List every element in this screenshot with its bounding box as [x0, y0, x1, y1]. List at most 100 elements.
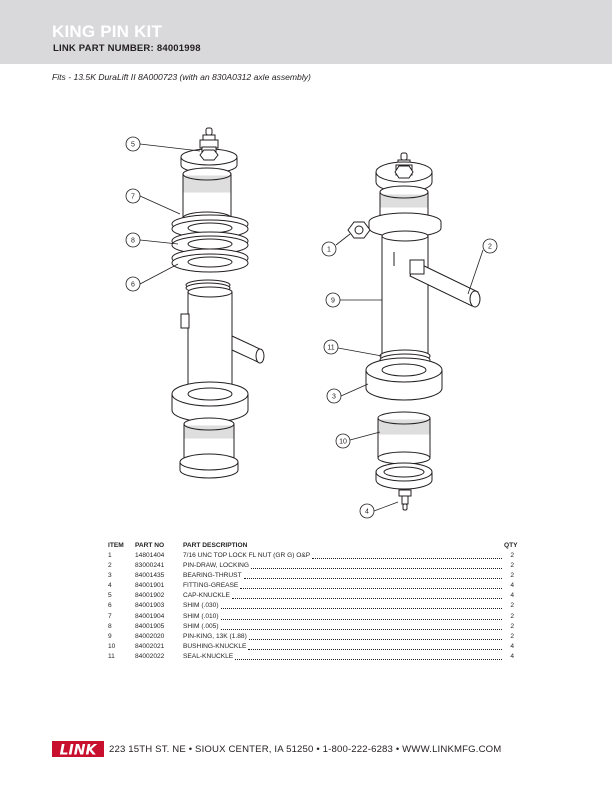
row-description: PIN-DRAW, LOCKING — [183, 561, 504, 571]
leader-dots — [248, 642, 502, 650]
row-qty: 2 — [510, 622, 514, 630]
header-description: PART DESCRIPTION — [183, 542, 248, 549]
header-band: KING PIN KIT LINK PART NUMBER:84001998 — [0, 0, 612, 64]
right-king-pin — [381, 230, 429, 355]
callout-label: 5 — [131, 142, 135, 149]
callout-label: 1 — [327, 247, 331, 254]
row-part-no: 83000241 — [135, 562, 165, 570]
header-item: ITEM — [108, 542, 124, 549]
row-description: 7/16 UNC TOP LOCK FL NUT (GR G) O&P — [183, 551, 504, 561]
callout-circle — [482, 238, 498, 254]
row-part-no: 84001905 — [135, 622, 165, 630]
callout-label: 10 — [339, 439, 347, 446]
leader-dots — [220, 612, 502, 620]
callout-circle — [125, 276, 141, 292]
callout-label: 7 — [131, 194, 135, 201]
page-title: KING PIN KIT — [52, 22, 163, 41]
row-item: 4 — [108, 582, 112, 590]
part-number-line: LINK PART NUMBER:84001998 — [53, 43, 204, 54]
exploded-parts-diagram: 5 7 8 6 1 2 9 11 3 10 4 — [125, 127, 498, 519]
row-item: 11 — [108, 652, 115, 660]
callout-label: 2 — [488, 244, 492, 251]
callout-circle — [125, 188, 141, 204]
callout-label: 8 — [131, 238, 135, 245]
callout-circle — [359, 503, 375, 519]
row-part-no: 84001435 — [135, 572, 165, 580]
row-description: SHIM (.030) — [183, 601, 504, 611]
header-part-no: PART NO — [135, 542, 165, 549]
leader-dots — [240, 581, 502, 590]
row-qty: 2 — [510, 562, 514, 570]
row-part-no: 84001904 — [135, 612, 165, 620]
row-part-no: 84002020 — [135, 632, 165, 640]
header-qty: QTY — [504, 542, 518, 549]
table-row: 1 14801404 7/16 UNC TOP LOCK FL NUT (GR G)… — [108, 551, 514, 561]
row-qty: 2 — [510, 612, 514, 620]
row-qty: 2 — [510, 572, 514, 580]
row-description: BUSHING-KNUCKLE — [183, 642, 504, 652]
parts-table-body: 1 14801404 7/16 UNC TOP LOCK FL NUT (GR G)… — [108, 551, 514, 662]
left-king-pin — [180, 286, 265, 393]
row-part-no: 84001901 — [135, 582, 165, 590]
row-description: SHIM (.005) — [183, 622, 504, 632]
row-item: 8 — [108, 622, 112, 630]
right-bushing-lower — [377, 411, 431, 465]
row-item: 7 — [108, 612, 112, 620]
leader-dots — [235, 652, 502, 660]
parts-table: ITEM PART NO PART DESCRIPTION QTY 1 14801… — [108, 540, 518, 662]
row-item: 9 — [108, 632, 112, 640]
left-shim-6 — [171, 248, 249, 273]
row-qty: 2 — [510, 632, 514, 640]
callout-circle — [323, 339, 339, 355]
part-number-label: LINK PART NUMBER: — [53, 43, 154, 54]
right-grease-fitting-lower — [398, 489, 412, 511]
fitment-note: Fits - 13.5K DuraLift II 8A000723 (with … — [52, 72, 311, 82]
left-knuckle-cap-lower — [179, 453, 239, 479]
callout-label: 3 — [332, 394, 336, 401]
leader-dots — [248, 632, 502, 640]
row-part-no: 14801404 — [135, 552, 165, 559]
row-description: SEAL-KNUCKLE — [183, 652, 504, 662]
row-description: CAP-KNUCKLE — [183, 591, 504, 601]
leader-dots — [243, 571, 502, 580]
right-draw-pin — [409, 259, 481, 308]
table-row: 11 84002022 SEAL-KNUCKLE 4 — [108, 652, 514, 662]
row-description: SHIM (.010) — [183, 612, 504, 622]
table-row: 3 84001435 BEARING-THRUST 2 — [108, 571, 514, 581]
callout-label: 9 — [331, 298, 335, 305]
callout-circle — [125, 136, 141, 152]
callout-circle — [335, 433, 351, 449]
row-item: 10 — [108, 642, 116, 650]
footer-address: 223 15TH ST. NE • SIOUX CENTER, IA 51250… — [109, 743, 502, 755]
row-part-no: 84002022 — [135, 652, 165, 660]
row-item: 1 — [108, 552, 112, 559]
callout-label: 6 — [131, 282, 135, 289]
leader-dots — [220, 622, 502, 630]
left-bushing-lower — [183, 417, 235, 459]
row-item: 3 — [108, 572, 112, 580]
callout-circle — [125, 232, 141, 248]
table-row: 9 84002020 PIN-KING, 13K (1.88) 2 — [108, 632, 514, 642]
left-shim-8 — [171, 231, 249, 255]
row-part-no: 84001902 — [135, 592, 165, 600]
callout-label: 11 — [327, 345, 334, 352]
footer: LINK 223 15TH ST. NE • SIOUX CENTER, IA … — [52, 740, 572, 758]
right-lock-nut — [347, 221, 371, 239]
leader-dots — [220, 601, 502, 610]
leader-dots — [251, 561, 502, 570]
row-qty: 2 — [510, 552, 514, 559]
leader-dots — [231, 591, 502, 600]
row-qty: 4 — [510, 652, 514, 660]
row-description: BEARING-THRUST — [183, 571, 504, 581]
leader-dots — [312, 551, 502, 559]
callout-circle — [326, 388, 342, 404]
row-qty: 4 — [510, 642, 514, 650]
row-description: PIN-KING, 13K (1.88) — [183, 632, 504, 642]
row-item: 6 — [108, 602, 112, 610]
logo-text: LINK — [60, 743, 98, 759]
row-qty: 4 — [510, 592, 514, 600]
